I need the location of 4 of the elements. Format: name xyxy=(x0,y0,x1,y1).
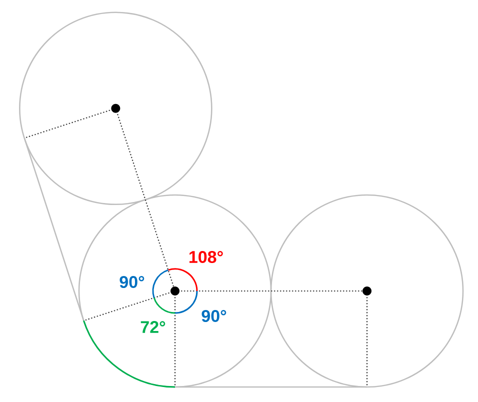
angle-label: 90° xyxy=(120,276,144,288)
angle-label: 72° xyxy=(140,321,166,333)
angle-label: 90° xyxy=(202,310,226,322)
angle-label: 108° xyxy=(190,250,223,264)
